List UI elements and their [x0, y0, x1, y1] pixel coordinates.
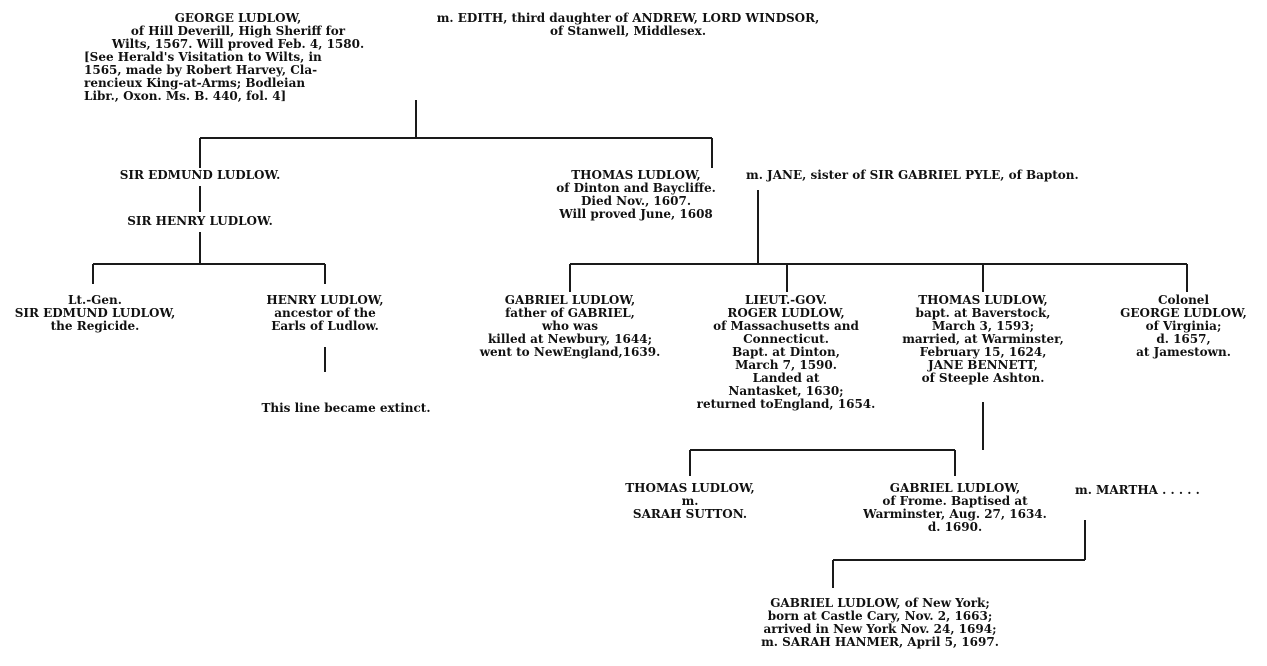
- henry-ludlow-earls: HENRY LUDLOW, ancestor of the Earls of L…: [266, 293, 384, 333]
- herald-visitation-note: [See Herald's Visitation to Wilts, in 15…: [84, 50, 322, 103]
- jane-marriage: m. JANE, sister of SIR GABRIEL PYLE, of …: [746, 168, 1079, 182]
- gabriel-ludlow-new-york: GABRIEL LUDLOW, of New York; born at Cas…: [761, 596, 999, 649]
- lieut-gov-roger-ludlow: LIEUT.-GOV. ROGER LUDLOW, of Massachuset…: [696, 293, 876, 411]
- thomas-ludlow-dinton: THOMAS LUDLOW, of Dinton and Baycliffe. …: [556, 168, 716, 221]
- thomas-ludlow-sutton: THOMAS LUDLOW, m. SARAH SUTTON.: [625, 481, 755, 521]
- george-ludlow: GEORGE LUDLOW, of Hill Deverill, High Sh…: [111, 11, 365, 51]
- thomas-ludlow-baverstock: THOMAS LUDLOW, bapt. at Baverstock, Marc…: [902, 293, 1064, 385]
- martha-marriage: m. MARTHA . . . . .: [1075, 483, 1200, 497]
- sir-edmund-ludlow: SIR EDMUND LUDLOW.: [119, 168, 281, 182]
- colonel-george-ludlow: Colonel GEORGE LUDLOW, of Virginia; d. 1…: [1120, 293, 1247, 359]
- lt-gen-sir-edmund-ludlow: Lt.-Gen. SIR EDMUND LUDLOW, the Regicide…: [14, 293, 176, 333]
- sir-henry-ludlow: SIR HENRY LUDLOW.: [127, 214, 273, 228]
- gabriel-ludlow-frome: GABRIEL LUDLOW, of Frome. Baptised at Wa…: [863, 481, 1047, 534]
- edith-marriage: m. EDITH, third daughter of ANDREW, LORD…: [436, 11, 820, 38]
- extinct-line-note: This line became extinct.: [261, 401, 431, 415]
- gabriel-ludlow-father: GABRIEL LUDLOW, father of GABRIEL, who w…: [479, 293, 661, 359]
